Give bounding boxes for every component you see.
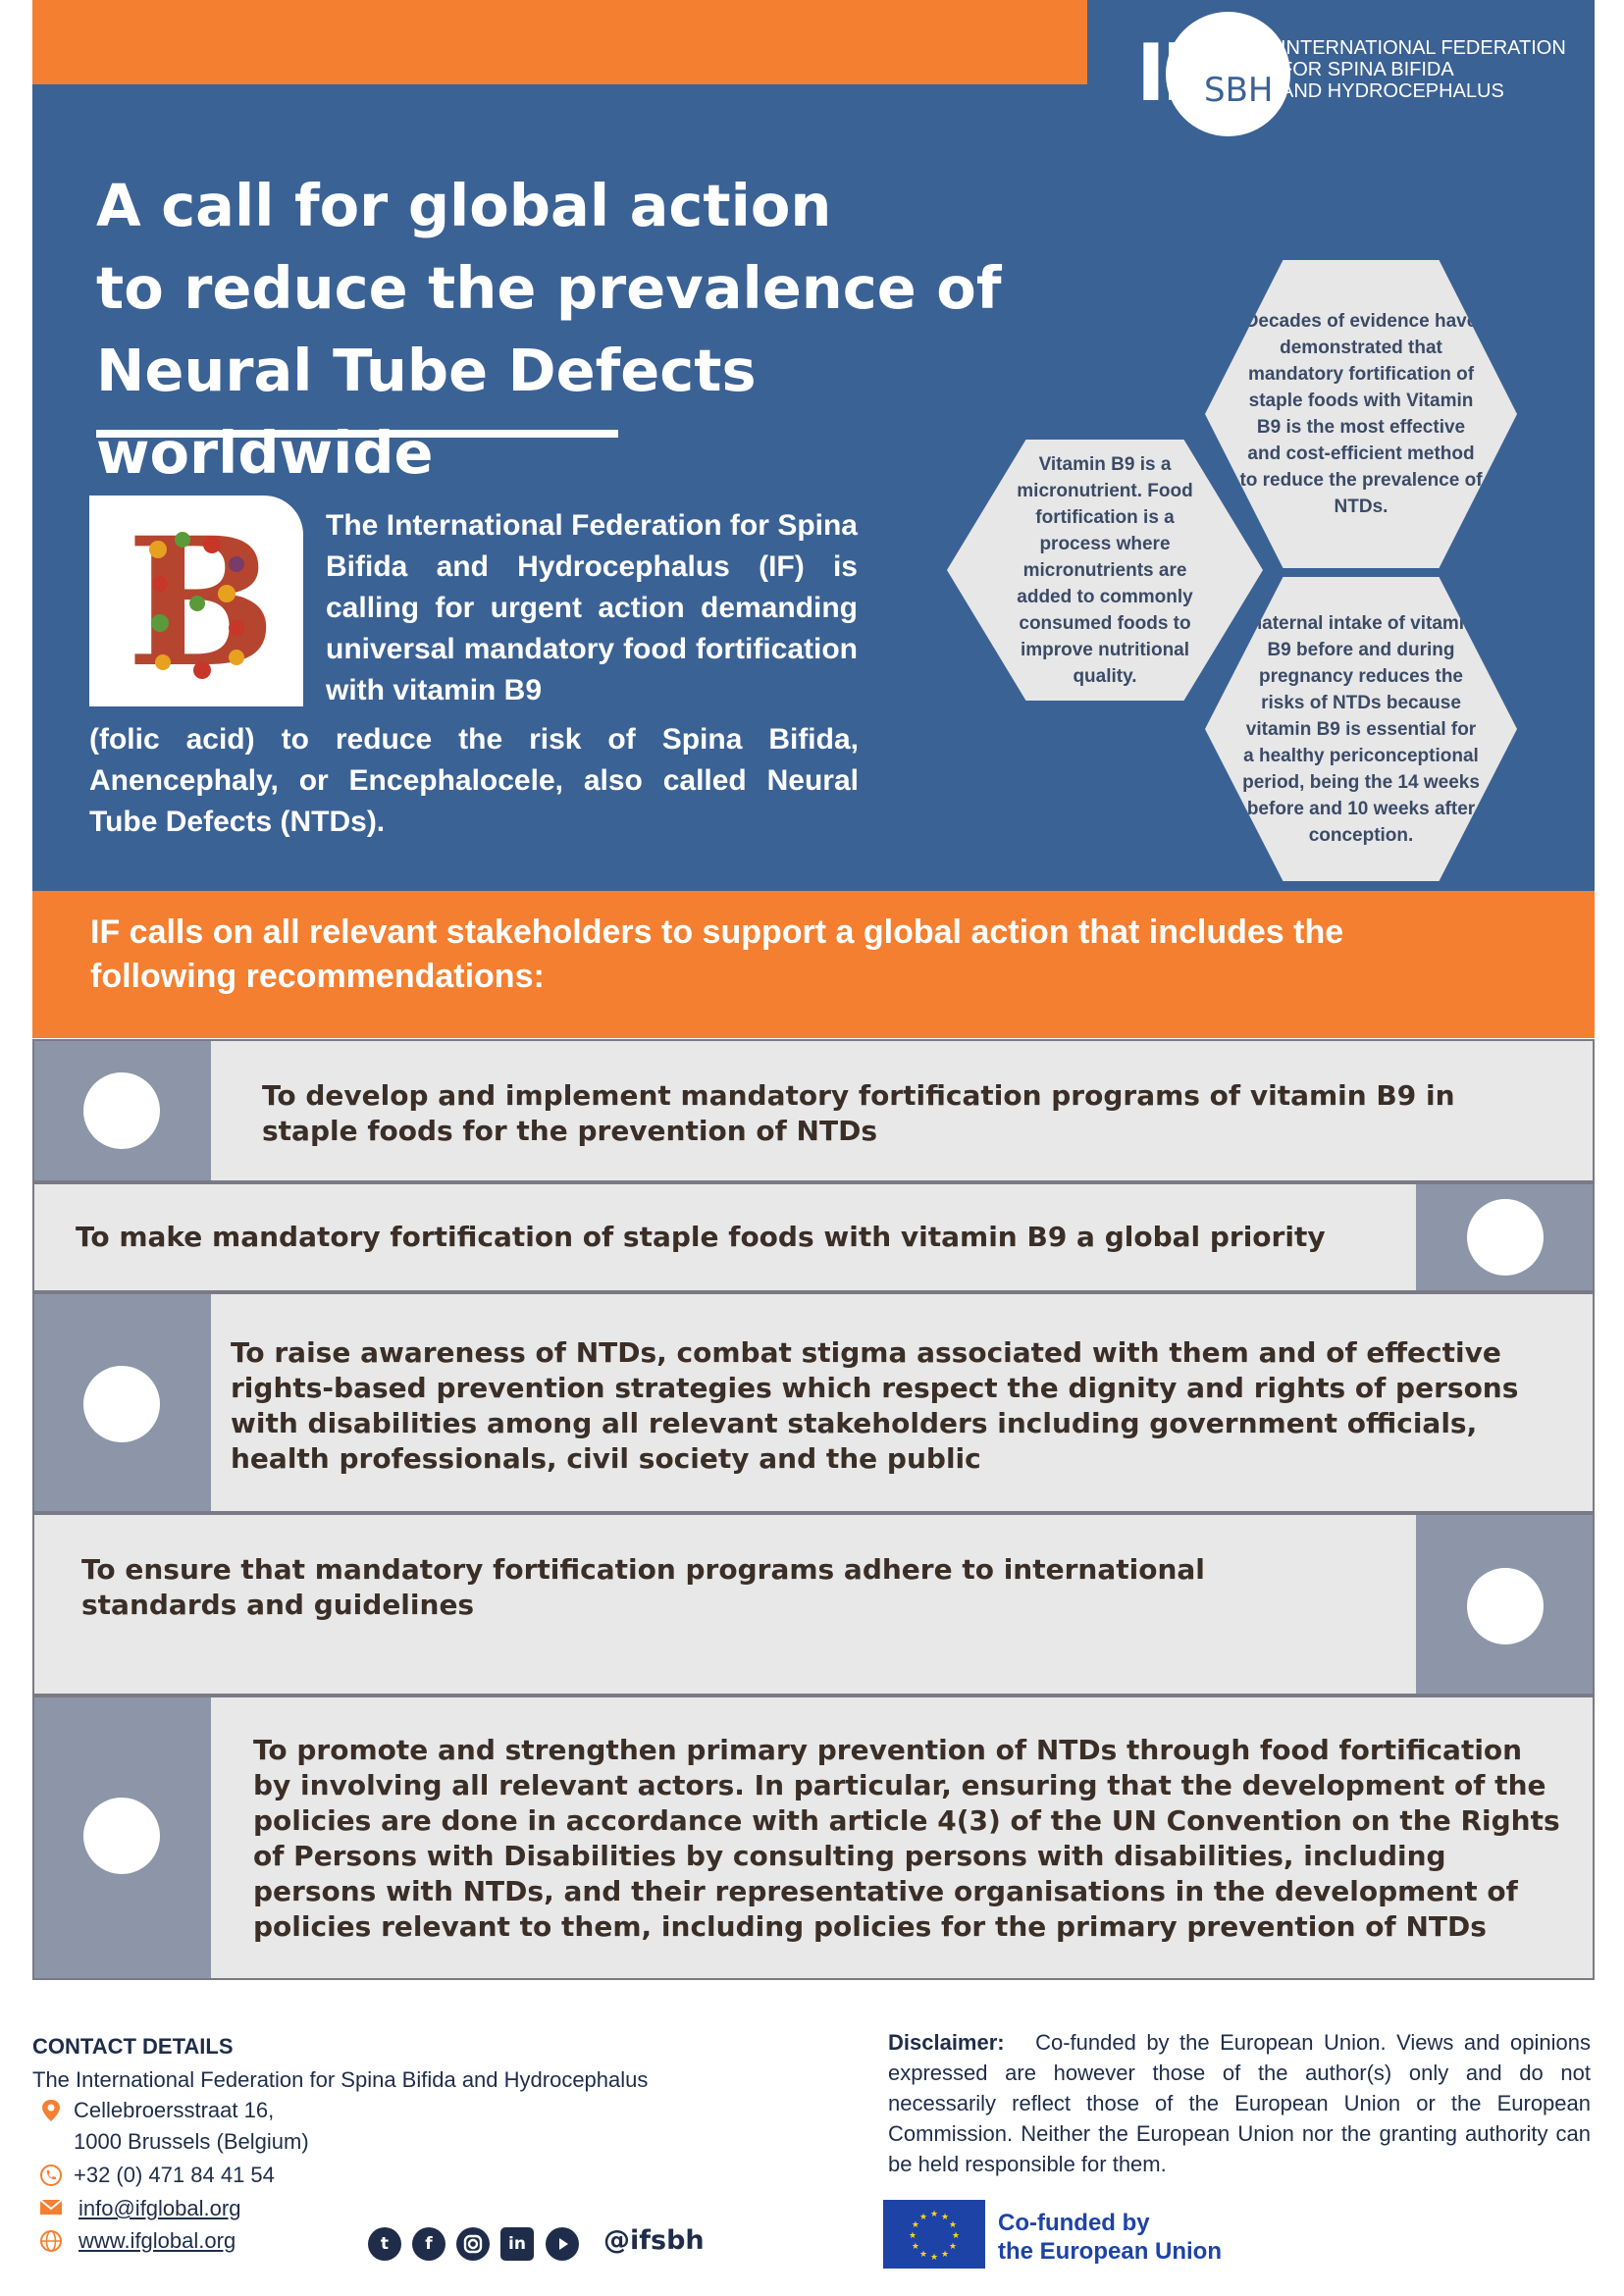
hexagon-text: Vitamin B9 is a micronutrient. Food fort…	[1017, 453, 1193, 687]
eu-star-icon: ★	[952, 2231, 960, 2241]
eu-star-icon: ★	[909, 2231, 917, 2241]
title-line: Neural Tube Defects worldwide	[96, 337, 757, 487]
eu-flag-icon: ★★★★★★★★★★★★	[883, 2200, 985, 2269]
eu-label-line: the European Union	[998, 2238, 1222, 2265]
eu-cofunded-label: Co-funded by the European Union	[998, 2209, 1222, 2266]
eu-star-icon: ★	[930, 2210, 938, 2219]
contact-website-link[interactable]: www.ifglobal.org	[79, 2228, 236, 2253]
bullet-circle-icon	[1467, 1199, 1544, 1276]
recommendation-text: To make mandatory fortification of stapl…	[76, 1221, 1326, 1253]
bullet-circle-icon	[1467, 1568, 1544, 1644]
logo-mark-sbh: SBH	[1204, 71, 1274, 110]
recommendation-1: To develop and implement mandatory forti…	[32, 1039, 1595, 1182]
eu-star-icon: ★	[941, 2250, 949, 2260]
youtube-icon[interactable]	[546, 2227, 579, 2261]
recommendation-3: To raise awareness of NTDs, combat stigm…	[32, 1292, 1595, 1513]
linkedin-icon[interactable]: in	[500, 2227, 534, 2261]
eu-label-line: Co-funded by	[998, 2210, 1150, 2236]
contact-phone[interactable]: +32 (0) 471 84 41 54	[74, 2163, 275, 2187]
hexagon-text: Maternal intake of vitamin B9 before and…	[1242, 612, 1480, 846]
eu-star-icon: ★	[941, 2213, 949, 2222]
eu-star-icon: ★	[949, 2220, 957, 2230]
page-title: A call for global action to reduce the p…	[96, 165, 1077, 495]
contact-heading: CONTACT DETAILS	[32, 2034, 234, 2059]
recommendation-5: To promote and strengthen primary preven…	[32, 1696, 1595, 1980]
header-orange-strip	[32, 0, 1087, 84]
title-line: A call for global action	[96, 172, 832, 239]
hexagon-text: Decades of evidence have demonstrated th…	[1239, 311, 1483, 517]
fruit-veg-texture-icon	[149, 532, 244, 679]
logo-line: AND HYDROCEPHALUS	[1281, 80, 1504, 102]
if-logo[interactable]: IF SBH INTERNATIONAL FEDERATION FOR SPIN…	[1128, 10, 1599, 137]
logo-org-name: INTERNATIONAL FEDERATION FOR SPINA BIFID…	[1281, 37, 1566, 102]
eu-star-icon: ★	[919, 2250, 927, 2260]
phone-icon	[39, 2164, 63, 2187]
facebook-icon[interactable]: f	[412, 2227, 445, 2261]
instagram-icon[interactable]	[456, 2227, 490, 2261]
contact-address-line2: 1000 Brussels (Belgium)	[74, 2129, 309, 2154]
disclaimer-label: Disclaimer:	[888, 2030, 1005, 2055]
call-band-text: IF calls on all relevant stakeholders to…	[90, 913, 1344, 995]
email-icon	[39, 2197, 63, 2220]
contact-email-link[interactable]: info@ifglobal.org	[79, 2196, 241, 2220]
twitter-icon[interactable]: t	[368, 2227, 401, 2261]
eu-star-icon: ★	[912, 2242, 919, 2252]
recommendation-text: To promote and strengthen primary preven…	[253, 1734, 1560, 1943]
eu-star-icon: ★	[912, 2220, 919, 2230]
recommendation-text: To raise awareness of NTDs, combat stigm…	[231, 1336, 1519, 1475]
globe-icon	[39, 2229, 63, 2253]
recommendation-4: To ensure that mandatory fortification p…	[32, 1513, 1595, 1696]
logo-circle	[1166, 12, 1290, 136]
hexagon-maternal-intake: Maternal intake of vitamin B9 before and…	[1205, 577, 1517, 881]
title-line: to reduce the prevalence of	[96, 254, 1002, 322]
logo-line: FOR SPINA BIFIDA	[1281, 59, 1454, 80]
call-band	[32, 891, 1595, 1038]
eu-star-icon: ★	[949, 2242, 957, 2252]
contact-organisation: The International Federation for Spina B…	[32, 2067, 649, 2092]
logo-mark-if: IF	[1136, 27, 1215, 119]
location-pin-icon	[39, 2099, 63, 2122]
intro-text-part1: The International Federation for Spina B…	[326, 509, 858, 706]
disclaimer: Disclaimer: Co-funded by the European Un…	[888, 2027, 1591, 2179]
recommendation-2: To make mandatory fortification of stapl…	[32, 1182, 1595, 1292]
contact-address-line1: Cellebroersstraat 16,	[74, 2098, 275, 2122]
recommendation-text: To ensure that mandatory fortification p…	[81, 1553, 1205, 1621]
bullet-circle-icon	[83, 1366, 160, 1442]
intro-text-part2: (folic acid) to reduce the risk of Spina…	[89, 723, 859, 838]
bullet-circle-icon	[83, 1798, 160, 1874]
recommendation-text: To develop and implement mandatory forti…	[262, 1079, 1455, 1147]
bullet-circle-icon	[83, 1072, 160, 1149]
social-handle: @ifsbh	[603, 2225, 705, 2256]
vitamin-b-image: B	[89, 496, 303, 706]
disclaimer-text: Co-funded by the European Union. Views a…	[888, 2030, 1592, 2176]
title-underline	[96, 430, 618, 438]
logo-line: INTERNATIONAL FEDERATION	[1281, 37, 1566, 59]
eu-star-icon: ★	[919, 2213, 927, 2222]
eu-star-icon: ★	[930, 2253, 938, 2263]
